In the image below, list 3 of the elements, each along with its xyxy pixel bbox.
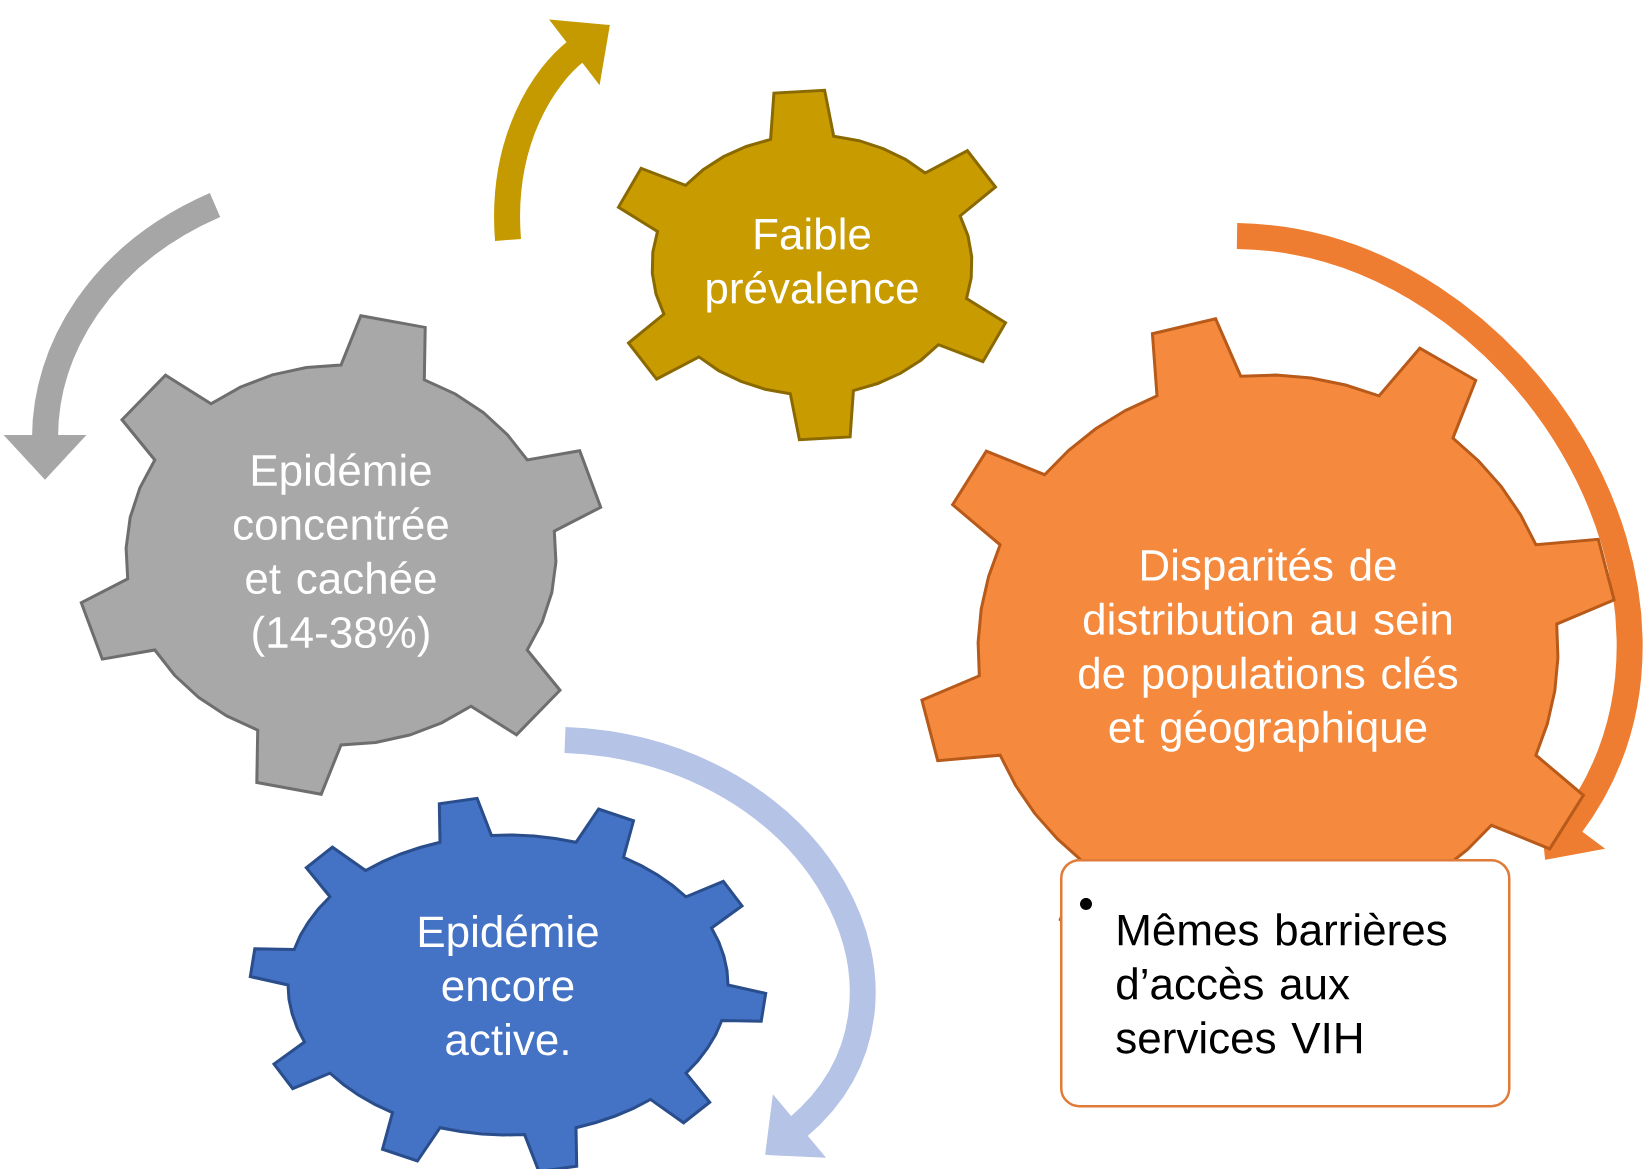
gear: Epidémie concentrée et cachée (14-38%) <box>79 314 603 796</box>
bullet-callout-box: Mêmes barrières d’accès aux services VIH <box>1060 859 1511 1108</box>
gear: Epidémie encore active. <box>248 796 768 1169</box>
